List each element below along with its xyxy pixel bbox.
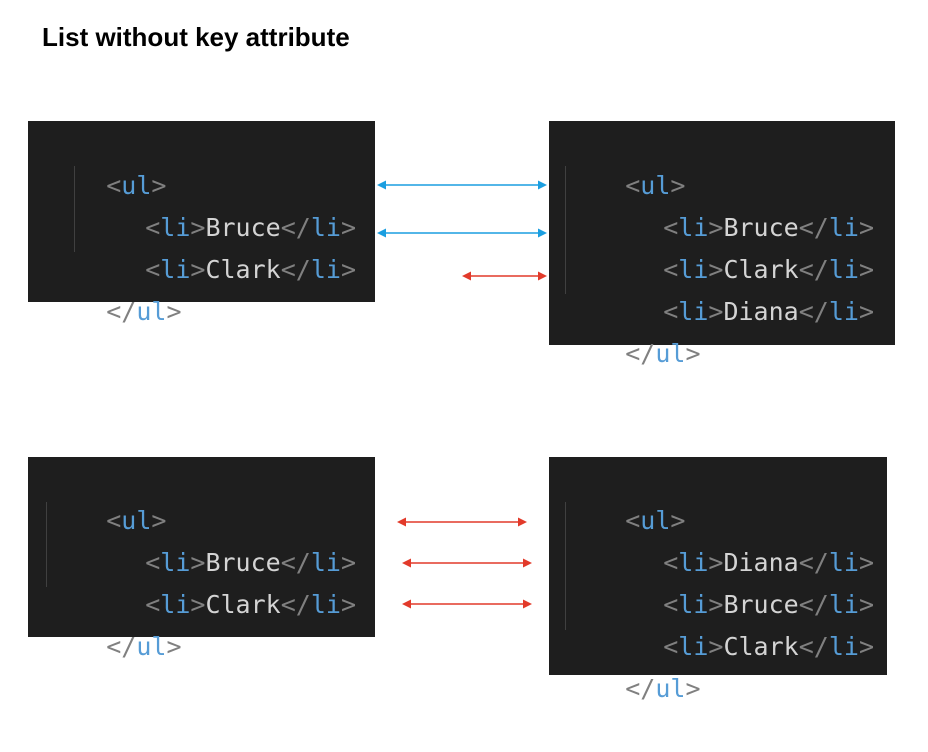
code-line-li: <li>Bruce</li> bbox=[663, 590, 874, 619]
indent-guide bbox=[565, 166, 566, 294]
code-block-after-2: <ul> <li>Diana</li> <li>Bruce</li> <li>C… bbox=[549, 457, 887, 703]
code-line-li: <li>Bruce</li> bbox=[145, 548, 356, 577]
list-item-text: Clark bbox=[723, 255, 799, 284]
code-line-ul-open: <ul> bbox=[625, 506, 686, 535]
code-line-ul-close: </ul> bbox=[106, 297, 182, 326]
indent-guide bbox=[74, 166, 75, 252]
match-arrow bbox=[377, 228, 547, 238]
list-item-text: Diana bbox=[723, 297, 799, 326]
code-line-ul-open: <ul> bbox=[106, 506, 167, 535]
code-line-li: <li>Clark</li> bbox=[663, 632, 874, 661]
list-item-text: Bruce bbox=[205, 213, 281, 242]
list-item-text: Bruce bbox=[723, 590, 799, 619]
code-block-before-1: <ul> <li>Bruce</li> <li>Clark</li> </ul> bbox=[28, 121, 375, 326]
code-line-ul-close: </ul> bbox=[625, 339, 701, 368]
indent-guide bbox=[565, 502, 566, 630]
list-item-text: Bruce bbox=[723, 213, 799, 242]
list-item-text: Clark bbox=[723, 632, 799, 661]
mismatch-arrow bbox=[462, 271, 547, 281]
list-item-text: Bruce bbox=[205, 548, 281, 577]
page-title: List without key attribute bbox=[42, 22, 350, 52]
code-line-li: <li>Diana</li> bbox=[663, 548, 874, 577]
code-block-after-1: <ul> <li>Bruce</li> <li>Clark</li> <li>D… bbox=[549, 121, 895, 368]
mismatch-arrow bbox=[402, 599, 532, 609]
code-line-li: <li>Bruce</li> bbox=[145, 213, 356, 242]
comparison-arrows bbox=[377, 180, 547, 609]
match-arrow bbox=[377, 180, 547, 190]
indent-guide bbox=[46, 502, 47, 587]
tag-bracket: < bbox=[106, 171, 122, 200]
mismatch-arrow bbox=[402, 558, 532, 568]
code-line-li: <li>Clark</li> bbox=[663, 255, 874, 284]
list-item-text: Diana bbox=[723, 548, 799, 577]
code-block-before-2: <ul> <li>Bruce</li> <li>Clark</li> </ul> bbox=[28, 457, 375, 661]
tag-bracket: > bbox=[151, 171, 167, 200]
mismatch-arrow bbox=[397, 517, 527, 527]
code-line-li: <li>Bruce</li> bbox=[663, 213, 874, 242]
code-line-ul-open: <ul> bbox=[46, 123, 166, 200]
code-line-ul-open: <ul> bbox=[625, 171, 686, 200]
tag-name: ul bbox=[121, 171, 152, 200]
code-line-ul-close: </ul> bbox=[106, 632, 182, 661]
code-line-li: <li>Diana</li> bbox=[663, 297, 874, 326]
code-line-li: <li>Clark</li> bbox=[145, 590, 356, 619]
list-item-text: Clark bbox=[205, 255, 281, 284]
list-item-text: Clark bbox=[205, 590, 281, 619]
code-line-li: <li>Clark</li> bbox=[145, 255, 356, 284]
